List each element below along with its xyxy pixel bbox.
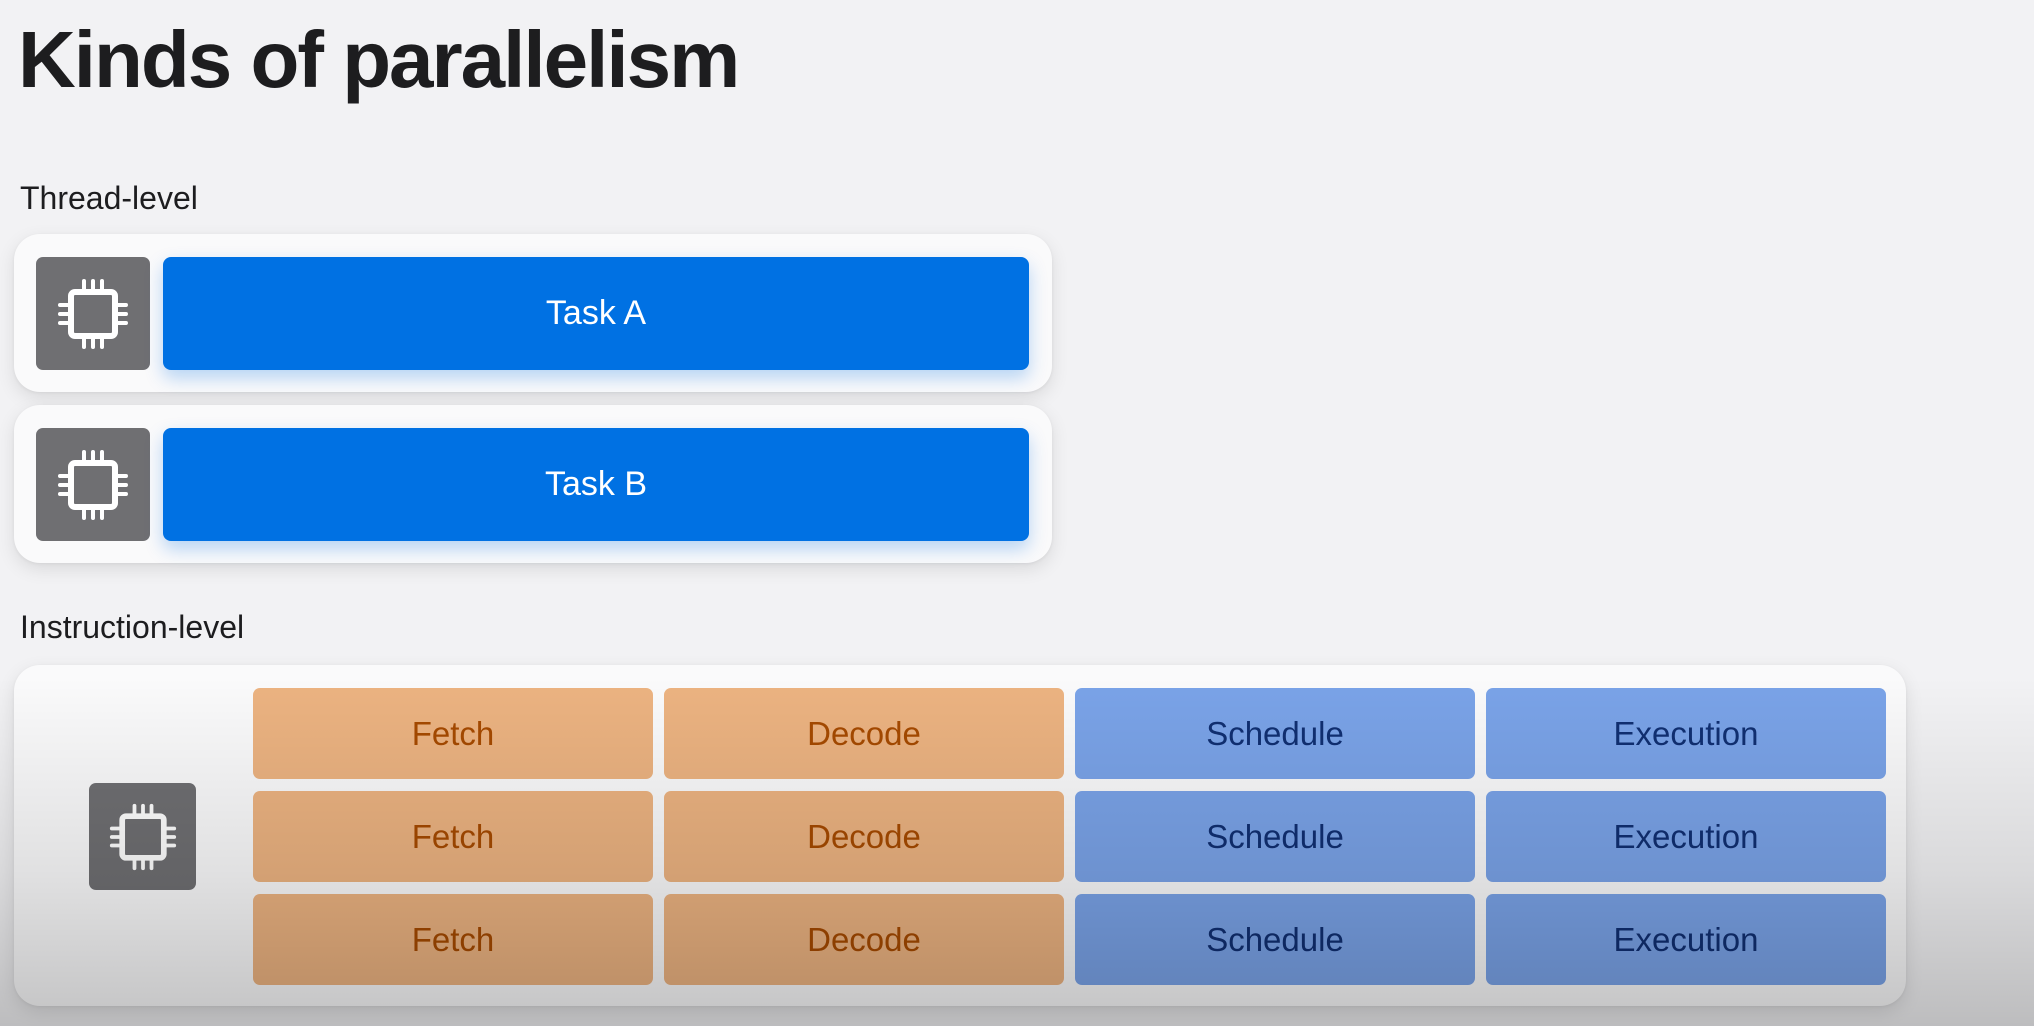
stage-execution: Execution (1486, 894, 1886, 985)
task-a-block: Task A (163, 257, 1029, 370)
thread-row-panel-a: Task A (14, 234, 1052, 392)
instruction-level-label: Instruction-level (20, 609, 245, 645)
slide-title: Kinds of parallelism (18, 15, 740, 104)
task-b-block: Task B (163, 428, 1029, 541)
stage-fetch: Fetch (253, 791, 653, 882)
stage-decode: Decode (664, 894, 1064, 985)
cpu-chip-icon (89, 783, 196, 890)
stage-schedule: Schedule (1075, 688, 1475, 779)
stage-decode: Decode (664, 688, 1064, 779)
stage-schedule: Schedule (1075, 894, 1475, 985)
stage-execution: Execution (1486, 791, 1886, 882)
cpu-chip-icon (36, 428, 150, 541)
thread-level-label: Thread-level (20, 180, 198, 216)
stage-fetch: Fetch (253, 688, 653, 779)
instruction-panel: Fetch Decode Schedule Execution Fetch De… (14, 665, 1906, 1006)
stage-decode: Decode (664, 791, 1064, 882)
stage-schedule: Schedule (1075, 791, 1475, 882)
thread-row-panel-b: Task B (14, 405, 1052, 563)
stage-fetch: Fetch (253, 894, 653, 985)
cpu-chip-icon (36, 257, 150, 370)
stage-execution: Execution (1486, 688, 1886, 779)
